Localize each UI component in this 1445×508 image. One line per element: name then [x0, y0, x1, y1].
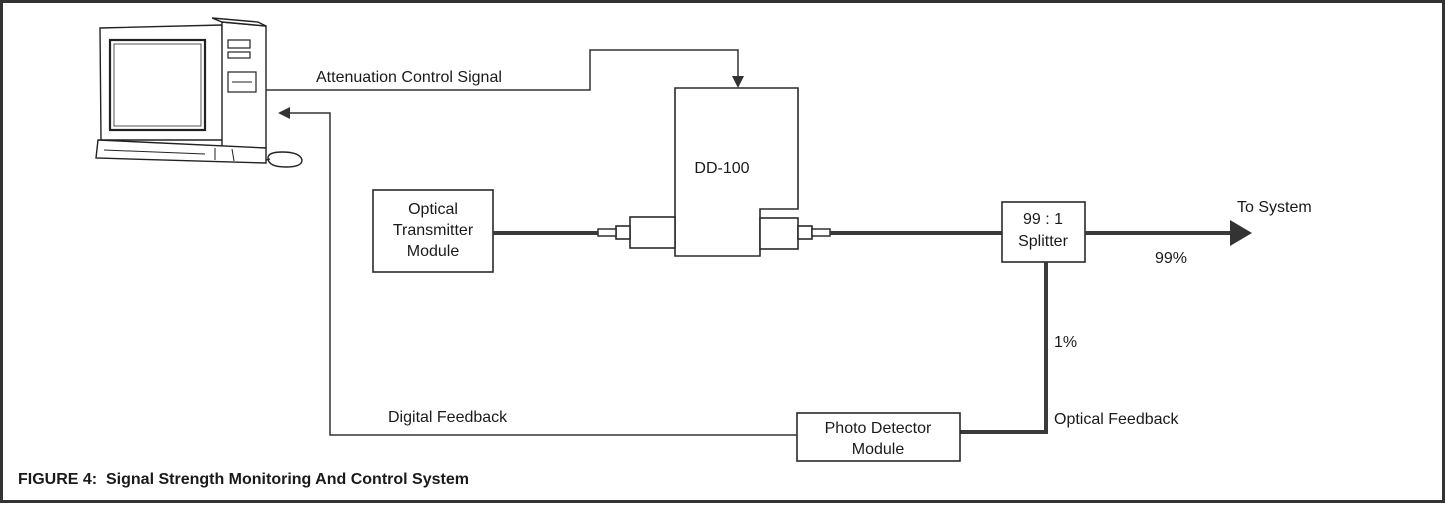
attenuation-control-signal-label: Attenuation Control Signal: [316, 69, 502, 86]
splitter-label-line1: 99 : 1: [1023, 211, 1063, 228]
optical-feedback-label: Optical Feedback: [1054, 411, 1180, 428]
optical-feedback-fiber: [960, 262, 1048, 434]
to-system-edge: [1085, 220, 1252, 246]
figure-caption: FIGURE 4: Signal Strength Monitoring And…: [18, 471, 469, 488]
splitter-label-line2: Splitter: [1018, 233, 1068, 250]
dd100-node: DD-100: [674, 87, 799, 257]
output-connector: [759, 217, 831, 250]
transmitter-label-line1: Optical: [408, 201, 458, 218]
transmitter-label-line3: Module: [407, 243, 460, 260]
detector-label-line1: Photo Detector: [825, 420, 932, 437]
tap-percent-label: 1%: [1054, 334, 1077, 351]
digital-feedback-edge: [278, 107, 797, 436]
transmitter-label-line2: Transmitter: [393, 222, 474, 239]
splitter-node: 99 : 1 Splitter: [1001, 201, 1086, 263]
digital-feedback-label: Digital Feedback: [388, 409, 508, 426]
to-system-label: To System: [1237, 199, 1312, 216]
input-connector: [597, 216, 676, 249]
attenuation-control-signal-edge: [266, 49, 744, 91]
desktop-computer-icon: [95, 17, 303, 168]
photo-detector-module-node: Photo Detector Module: [796, 412, 961, 462]
dd100-label: DD-100: [694, 160, 749, 177]
optical-transmitter-module-node: Optical Transmitter Module: [372, 189, 494, 273]
detector-label-line2: Module: [852, 441, 905, 458]
output-percent-label: 99%: [1155, 250, 1187, 267]
